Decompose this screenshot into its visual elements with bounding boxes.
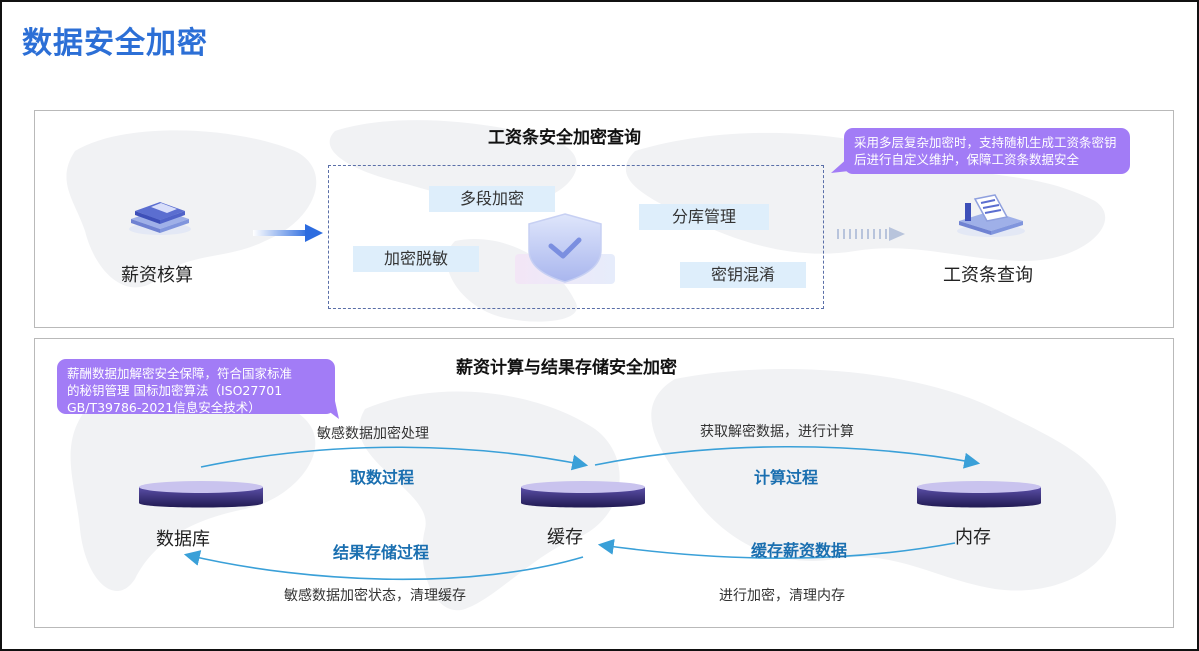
- cache-label: 缓存: [547, 527, 583, 548]
- bottom-panel-title: 薪资计算与结果存储安全加密: [456, 358, 677, 378]
- database-cylinder-icon: [139, 481, 263, 508]
- compute-step: 计算过程: [754, 468, 819, 487]
- bottom-callout: 薪酬数据加解密安全保障，符合国家标准 的秘钥管理 国标加密算法（ISO27701…: [57, 359, 335, 415]
- arrow-right-icon: [253, 224, 323, 242]
- fetch-step: 取数过程: [350, 468, 415, 487]
- store-arrow: [183, 550, 584, 581]
- top-callout-text: 采用多层复杂加密时，支持随机生成工资条密钥后进行自定义维护，保障工资条数据安全: [854, 135, 1117, 167]
- fetch-note: 敏感数据加密处理: [317, 426, 429, 442]
- top-panel-title: 工资条安全加密查询: [488, 128, 641, 148]
- store-step: 结果存储过程: [333, 543, 430, 562]
- bottom-callout-line-1: 薪酬数据加解密安全保障，符合国家标准: [67, 366, 293, 381]
- bottom-callout-line-3: GB/T39786-2021信息安全技术）: [67, 400, 261, 415]
- shield-check-icon: [515, 213, 615, 284]
- callout-pointer: [315, 401, 339, 419]
- cache-step: 缓存薪资数据: [751, 541, 848, 560]
- callout-pointer: [831, 157, 849, 173]
- cache-note: 进行加密，清理内存: [719, 588, 845, 604]
- database-label: 数据库: [156, 529, 210, 550]
- compute-arrow: [594, 445, 981, 469]
- left-node-label: 薪资核算: [121, 265, 193, 286]
- encryption-methods-box: 多段加密 分库管理 加密脱敏 密钥混淆: [328, 165, 824, 309]
- memory-label: 内存: [955, 527, 991, 548]
- tag-key-obfuscation: 密钥混淆: [680, 262, 806, 288]
- flow-arrows: [183, 445, 981, 581]
- document-tray-icon: [957, 194, 1025, 237]
- memory-cylinder-icon: [917, 481, 1041, 508]
- compute-note: 获取解密数据，进行计算: [700, 424, 854, 440]
- page-title: 数据安全加密: [22, 26, 208, 61]
- cache-cylinder-icon: [521, 481, 645, 508]
- server-stack-icon: [129, 202, 191, 235]
- dotted-arrow-right-icon: [837, 227, 905, 241]
- calc-storage-encryption-panel: 薪资计算与结果存储安全加密 薪酬数据加解密安全保障，符合国家标准 的秘钥管理 国…: [34, 338, 1174, 628]
- fetch-arrow: [200, 446, 589, 471]
- tag-multi-segment-encryption: 多段加密: [429, 186, 555, 212]
- cache-arrow: [597, 538, 956, 560]
- tag-encryption-masking: 加密脱敏: [353, 246, 479, 272]
- store-note: 敏感数据加密状态，清理缓存: [284, 588, 466, 604]
- tag-sharded-storage: 分库管理: [639, 204, 769, 230]
- top-callout: 采用多层复杂加密时，支持随机生成工资条密钥后进行自定义维护，保障工资条数据安全: [844, 128, 1130, 174]
- bottom-callout-line-2: 的秘钥管理 国标加密算法（ISO27701: [67, 383, 283, 398]
- payslip-encryption-panel: 工资条安全加密查询 薪资核算 多段加密 分库管理 加密脱敏 密钥混淆: [34, 110, 1174, 328]
- right-node-label: 工资条查询: [943, 265, 1033, 286]
